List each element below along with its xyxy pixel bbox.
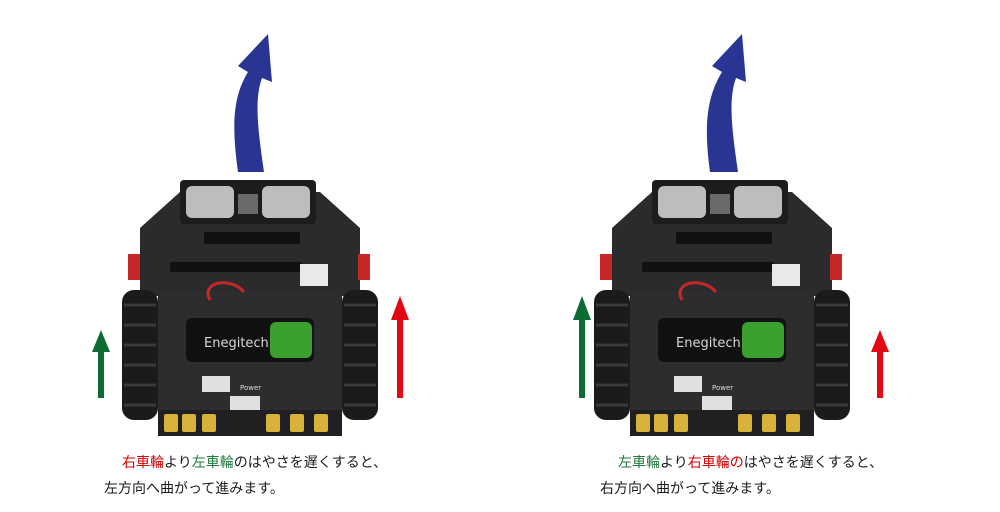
- caption-right-wheel: 右車輪の: [687, 455, 744, 471]
- caption-right: 左車輪より右車輪のはやさを遅くすると、 右方向へ曲がって進みます。: [600, 455, 884, 497]
- battery-label: Enegitech: [204, 336, 269, 351]
- caption-left-wheel: 左車輪: [618, 455, 660, 471]
- right-wheel-speed-arrow: [871, 330, 889, 398]
- right-turn-panel: Enegitech Power 左車輪より右車輪のは: [500, 0, 1000, 512]
- robot-body: Enegitech Power: [122, 180, 378, 436]
- wheel-right: [342, 290, 378, 420]
- robot-illustration-right: Enegitech Power: [573, 34, 889, 436]
- wheel-right: [814, 290, 850, 420]
- right-wheel-speed-arrow: [391, 296, 409, 398]
- caption-line2: 左方向へ曲がって進みます。: [104, 481, 284, 497]
- caption-left-wheel: 左車輪: [191, 455, 234, 471]
- left-turn-panel: Enegitech Power: [92, 34, 409, 497]
- curved-direction-arrow: [706, 34, 746, 172]
- caption-left: 右車輪より左車輪のはやさを遅くすると、 左方向へ曲がって進みます。: [104, 455, 388, 497]
- left-wheel-speed-arrow: [573, 296, 591, 398]
- caption-right-wheel: 右車輪: [122, 455, 164, 471]
- ultrasonic-sensor-right: [262, 186, 310, 218]
- robot-body: Enegitech Power: [594, 180, 850, 436]
- svg-text:Power: Power: [240, 384, 261, 392]
- wheel-left: [122, 290, 158, 420]
- ultrasonic-sensor-left: [186, 186, 234, 218]
- robot-illustration-left: Enegitech Power: [92, 34, 409, 436]
- left-wheel-speed-arrow: [92, 330, 110, 398]
- caption-line2: 右方向へ曲がって進みます。: [600, 481, 780, 497]
- battery-label: Enegitech: [676, 336, 741, 351]
- svg-text:Power: Power: [712, 384, 733, 392]
- wheel-left: [594, 290, 630, 420]
- curved-direction-arrow: [234, 34, 272, 172]
- ultrasonic-sensor-right: [734, 186, 782, 218]
- ultrasonic-sensor-left: [658, 186, 706, 218]
